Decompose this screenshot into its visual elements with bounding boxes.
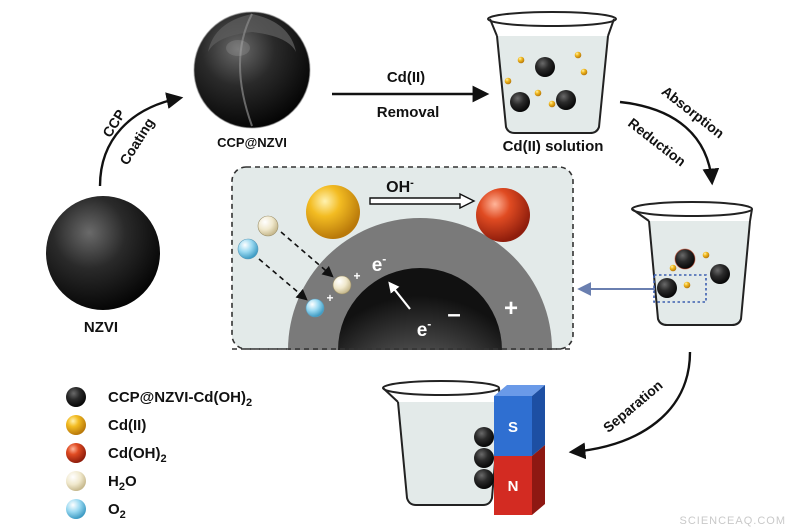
legend-label: CCP@NZVI-Cd(OH)2 (108, 389, 252, 409)
ccp-nzvi-particle (193, 11, 311, 129)
electron-label-core: e- (417, 317, 432, 341)
ccp-label: CCP (99, 107, 128, 141)
magnet-north-label: N (508, 478, 519, 495)
h2o-molecule-adsorbed (332, 275, 352, 295)
magnet (494, 385, 545, 515)
cd-ii-sphere-icon (66, 415, 86, 435)
watermark: SCIENCEAQ.COM (679, 515, 786, 527)
cd-oh2-sphere (476, 188, 530, 242)
nzvi-particle (46, 196, 160, 310)
coating-arrow (98, 92, 184, 187)
electron-transfer-arrow (388, 281, 411, 310)
o2-molecule-adsorbed (305, 298, 325, 318)
legend-label: Cd(OH)2 (108, 445, 167, 465)
ccp-nzvi-cd-oh2-sphere-icon (66, 387, 86, 407)
oh-label: OH- (386, 177, 414, 196)
cd-oh2-sphere-icon (66, 443, 86, 463)
removal-label: Removal (377, 104, 440, 121)
legend-label: Cd(II) (108, 417, 146, 434)
legend-label: H2O (108, 473, 137, 493)
nzvi-label: NZVI (84, 319, 118, 336)
cd-solution-label: Cd(II) solution (503, 138, 604, 155)
o2-sphere-icon (66, 499, 86, 519)
electron-label-shell: e- (372, 252, 387, 276)
ccp-nzvi-label: CCP@NZVI (217, 135, 287, 150)
beaker-separation (382, 380, 501, 506)
cd-ii-sphere (306, 185, 360, 239)
minus-sign-core: – (447, 301, 460, 328)
beaker-reduction (631, 201, 753, 326)
magnet-south-label: S (508, 419, 518, 436)
o2-molecule-free (237, 238, 259, 260)
h2o-molecule-free (257, 215, 279, 237)
separation-label: Separation (600, 377, 666, 436)
cd-ii-arrow-label: Cd(II) (387, 69, 425, 86)
plus-sign-o2: + (326, 291, 333, 305)
plus-sign-shell: + (504, 295, 518, 322)
h2o-path-arrow (280, 231, 334, 278)
beaker-cd-solution (487, 11, 617, 134)
oh-conversion-arrow (369, 192, 476, 210)
plus-sign-h2o: + (353, 269, 360, 283)
absorption-reduction-arrow (619, 100, 720, 186)
h2o-sphere-icon (66, 471, 86, 491)
separation-arrow (568, 351, 692, 460)
legend-label: O2 (108, 501, 126, 521)
absorption-label: Absorption (659, 83, 728, 142)
o2-path-arrow (258, 258, 308, 301)
